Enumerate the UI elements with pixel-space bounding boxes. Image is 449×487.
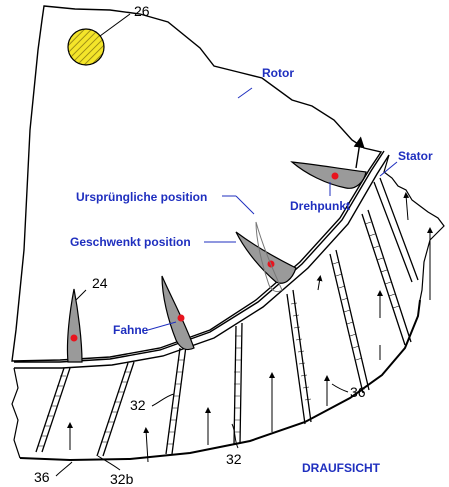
leader-26: [99, 13, 131, 37]
label-stator: Stator: [398, 149, 433, 163]
blade-fahne: [161, 275, 195, 351]
stator-vane-5: [286, 289, 312, 425]
flow-arrows: [67, 192, 433, 463]
label-fahne: Fahne: [113, 323, 149, 337]
stator-vane-2: [96, 361, 135, 457]
label-32b: 32: [226, 451, 242, 467]
rotor-plate: [11, 5, 383, 362]
label-rotor: Rotor: [262, 66, 294, 80]
label-26: 26: [134, 3, 150, 19]
leader-36b: [55, 461, 73, 477]
blade-geschwenkt: [235, 231, 297, 284]
leader-36a: [331, 383, 349, 393]
blade-original-outline: [255, 221, 283, 293]
leader-32a: [151, 393, 175, 407]
stator-vane-1: [35, 367, 71, 453]
stator-vane-6: [329, 249, 370, 394]
leader-fahne: [147, 321, 177, 331]
label-32b-part: 32b: [110, 471, 134, 487]
label-24: 24: [92, 275, 108, 291]
pivot-fahne: [177, 314, 185, 322]
stator-vane-7: [361, 209, 412, 346]
label-drehpunkt: Drehpunkt: [290, 199, 350, 213]
label-urspruengliche: Ursprüngliche position: [76, 190, 207, 204]
blade-drehpunkt: [290, 161, 367, 189]
label-draufsicht: DRAUFSICHT: [302, 461, 381, 475]
stator-inner-arc: [14, 150, 385, 363]
leader-32b: [231, 423, 239, 449]
stator-vane-4: [233, 322, 243, 446]
label-32a: 32: [130, 397, 146, 413]
label-geschwenkt: Geschwenkt position: [70, 235, 191, 249]
stator-left-edge: [11, 367, 21, 459]
leader-32b-label: [97, 455, 121, 471]
label-36b: 36: [34, 469, 50, 485]
pivot-24: [70, 334, 78, 342]
stator-vane-8: [373, 177, 419, 283]
stator-vane-3: [165, 345, 187, 455]
blade-24: [66, 288, 83, 363]
leader-urspruengliche-b: [235, 195, 255, 215]
stator-right-edge: [383, 154, 445, 301]
leader-stator: [379, 161, 398, 177]
leader-rotor: [237, 87, 253, 99]
stator-vane-hatching: [38, 221, 400, 447]
leader-24: [75, 289, 87, 301]
rotation-arrow: [353, 136, 365, 169]
label-36a: 36: [350, 384, 366, 400]
stator-inner-arc-2: [14, 154, 390, 369]
marker-26-icon: [67, 28, 105, 66]
stator-vanes: [35, 177, 419, 457]
pivot-drehpunkt: [331, 172, 339, 180]
